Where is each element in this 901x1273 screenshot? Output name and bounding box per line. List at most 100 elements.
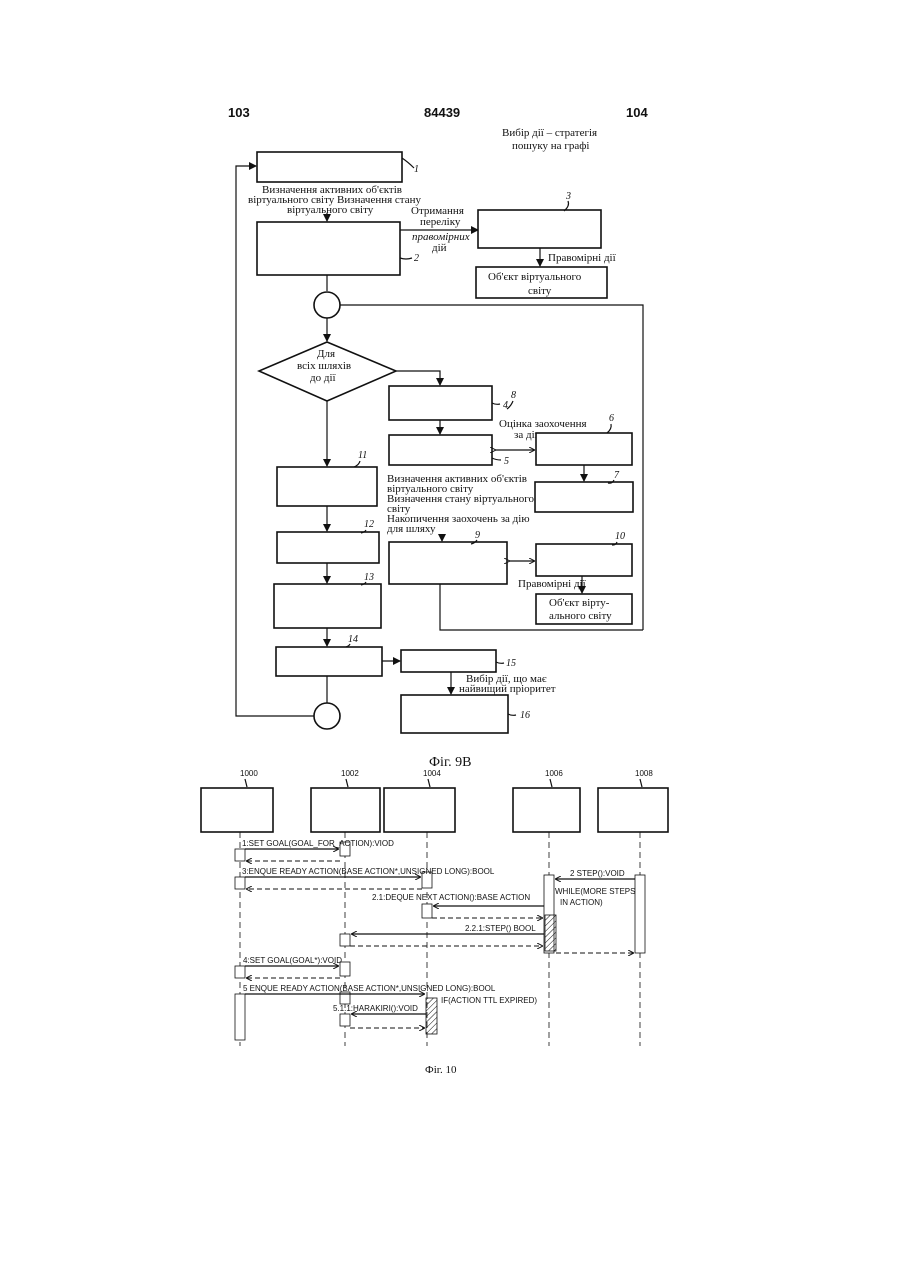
connector-circle-top: [314, 292, 340, 318]
leader-4: [492, 403, 500, 404]
label-mid-line6: для шляху: [387, 523, 436, 535]
leader-15: [496, 662, 504, 663]
ref-2: 2: [414, 253, 419, 264]
object-box2-line2: ального світу: [549, 610, 612, 622]
ref-10: 10: [615, 531, 625, 542]
page-number-right: 104: [626, 105, 648, 120]
object-box1-line2: світу: [528, 285, 552, 297]
activation-1002-b: [340, 934, 350, 946]
leader-1000: [245, 779, 247, 787]
label-valid-actions: Правомірні дії: [548, 252, 617, 264]
seq-object-1004: [384, 788, 455, 832]
leader-2: [400, 258, 412, 259]
label-get-line2: переліку: [420, 216, 461, 228]
label-after-box1-line3: віртуального світу: [287, 204, 374, 216]
fig9b-title-line1: Вибір дії – стратегія: [502, 127, 597, 139]
ref-8: 8: [511, 390, 516, 401]
message-4-label: 4:SET GOAL(GOAL*):VOID: [243, 956, 342, 965]
while-label-line1: WHILE(MORE STEPS: [555, 887, 635, 896]
object-box1-line1: Об'єкт віртуального: [488, 271, 582, 283]
activation-1000-b: [235, 877, 245, 889]
ref-12: 12: [364, 519, 374, 530]
ref-1: 1: [414, 164, 419, 175]
leader-1002: [346, 779, 348, 787]
lifeline-label-1008: 1008: [635, 769, 653, 778]
page-number-left: 103: [228, 105, 250, 120]
box-5: [389, 435, 492, 465]
ref-7: 7: [614, 470, 620, 481]
box-6: [536, 433, 632, 465]
ref-9: 9: [475, 530, 480, 541]
box-13: [274, 584, 381, 628]
ref-3: 3: [565, 191, 571, 202]
message-2-label: 2 STEP():VOID: [570, 869, 625, 878]
if-ttl-label: IF(ACTION TTL EXPIRED): [441, 996, 537, 1005]
ref-6: 6: [609, 413, 614, 424]
ref-11: 11: [358, 450, 367, 461]
message-5-label: 5 ENQUE READY ACTION(BASE ACTION*,UNSIGN…: [243, 984, 496, 993]
box-14: [276, 647, 382, 676]
activation-1002-e: [340, 1014, 350, 1026]
box-15: [401, 650, 496, 672]
leader-1006: [550, 779, 552, 787]
seq-object-1006: [513, 788, 580, 832]
ref-4: 4: [503, 400, 508, 411]
label-valid-actions-2: Правомірні дії: [518, 578, 587, 590]
fig10-caption: Фіг. 10: [425, 1064, 457, 1076]
message-1-label: 1:SET GOAL(GOAL_FOR_ACTION):VIOD: [242, 839, 394, 848]
box-7: [535, 482, 633, 512]
ref-16: 16: [520, 710, 530, 721]
fig9b-title-line2: пошуку на графі: [512, 140, 589, 152]
leader-6: [607, 424, 611, 433]
leader-1008: [640, 779, 642, 787]
ref-13: 13: [364, 572, 374, 583]
document-number: 84439: [424, 105, 460, 120]
label-get-line4: дій: [432, 242, 447, 254]
activation-1000-a: [235, 849, 245, 861]
ref-5: 5: [504, 456, 509, 467]
ref-15: 15: [506, 658, 516, 669]
lifeline-label-1004: 1004: [423, 769, 441, 778]
leader-1004: [428, 779, 430, 787]
object-box2-line1: Об'єкт вірту-: [549, 597, 610, 609]
message-2-2-1-label: 2.2.1:STEP() BOOL: [465, 924, 536, 933]
leader-16: [508, 714, 516, 715]
box-12: [277, 532, 379, 563]
seq-object-1000: [201, 788, 273, 832]
activation-1008-a: [635, 875, 645, 953]
box-1: [257, 152, 402, 182]
activation-1004-b: [422, 904, 432, 918]
lifeline-label-1000: 1000: [240, 769, 258, 778]
while-label-line2: IN ACTION): [560, 898, 603, 907]
leader-5: [492, 458, 501, 460]
box-4: [389, 386, 492, 420]
figure-10: 1000 1002 1004 1006 1008: [201, 769, 668, 1076]
box-11: [277, 467, 377, 506]
box-2: [257, 222, 400, 275]
activation-1000-d: [235, 994, 245, 1040]
seq-object-1002: [311, 788, 380, 832]
box-16: [401, 695, 508, 733]
lifeline-label-1006: 1006: [545, 769, 563, 778]
arrow-diamond-to-4: [396, 371, 440, 385]
diamond-line2: всіх шляхів: [297, 360, 351, 372]
box-3: [478, 210, 601, 248]
diamond-line1: Для: [317, 348, 335, 360]
label-select-line2: найвищий пріоритет: [459, 683, 556, 695]
message-2-1-label: 2.1:DEQUE NEXT ACTION():BASE ACTION: [372, 893, 530, 902]
activation-1006-hatched: [545, 915, 556, 951]
fig9b-caption: Фіг. 9В: [429, 755, 471, 770]
connector-circle-bottom: [314, 703, 340, 729]
activation-1004-hatched: [426, 998, 437, 1034]
message-5-1-1-label: 5.1.1:HARAKIRI():VOID: [333, 1004, 418, 1013]
seq-object-1008: [598, 788, 668, 832]
diamond-line3: до дії: [310, 372, 336, 384]
ref-14: 14: [348, 634, 358, 645]
figure-9b: Вибір дії – стратегія пошуку на графі 1 …: [236, 127, 643, 770]
box-10: [536, 544, 632, 576]
activation-1000-c: [235, 966, 245, 978]
lifeline-label-1002: 1002: [341, 769, 359, 778]
leader-11: [354, 461, 360, 467]
leader-1: [402, 158, 414, 168]
